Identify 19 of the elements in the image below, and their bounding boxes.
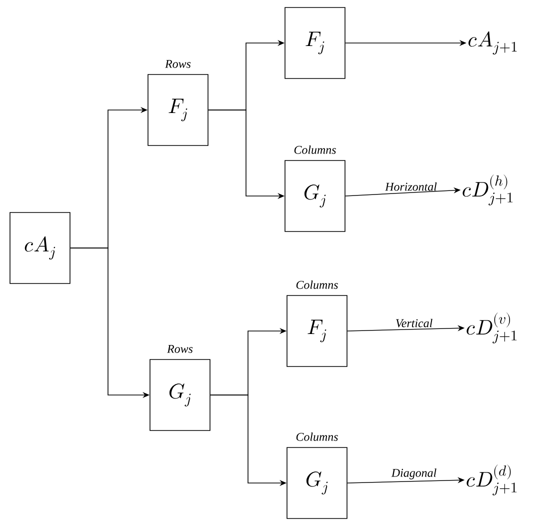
output-label: $cD_{j+1}^{(h)}$	[462, 174, 512, 206]
operation-label: Rows	[164, 60, 191, 68]
filter-box: $cA_j$	[10, 212, 70, 284]
operation-label: Rows	[166, 344, 193, 353]
output-label: $cD_{j+1}^{(v)}$	[466, 312, 516, 344]
edge-label: Horizontal	[385, 182, 437, 191]
filter-box: $G_j$	[150, 359, 210, 431]
output-label: $cD_{j+1}^{(d)}$	[466, 464, 516, 496]
filter-box: $G_j$	[286, 447, 348, 519]
operation-label: Columns	[296, 280, 338, 289]
filter-box: $G_j$	[284, 160, 346, 232]
filter-box: $F_j$	[286, 295, 348, 367]
edge-label: Diagonal	[391, 468, 436, 480]
filter-box: $F_j$	[148, 74, 208, 146]
operation-label: Columns	[294, 145, 336, 154]
output-label: $cA_{j+1}$	[468, 31, 517, 55]
filter-box: $F_j$	[284, 7, 346, 79]
edge-label: Vertical	[396, 318, 432, 328]
operation-label: Columns	[296, 432, 338, 441]
